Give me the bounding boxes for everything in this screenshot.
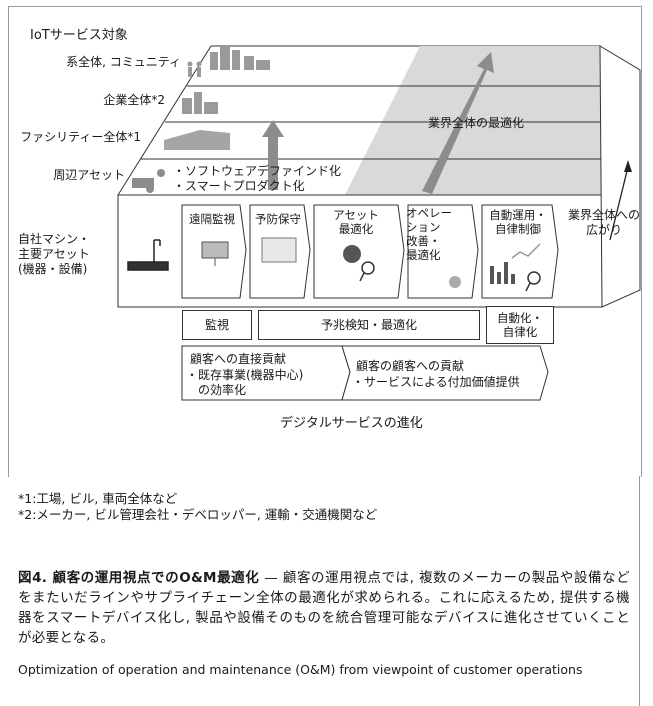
magnifier-chart-icon — [511, 243, 541, 292]
growth-arrow — [262, 120, 284, 190]
footnote-1: *1:工場, ビル, 車両全体など — [18, 491, 178, 506]
card-remote-monitoring: 遠隔監視 — [189, 212, 235, 226]
caption-english: Optimization of operation and maintenanc… — [18, 662, 583, 677]
city-buildings-icon — [210, 46, 270, 70]
right-rule — [639, 476, 640, 706]
figure-caption: 図4. 顧客の運用視点でのO&M最適化 — 顧客の運用視点では, 複数のメーカー… — [18, 568, 630, 648]
box-side-face — [599, 45, 641, 308]
level-facility-label: ファシリティー全体*1 — [20, 130, 141, 144]
contrib-left-title: 顧客への直接貢献 — [190, 352, 287, 366]
bar-predictive-detection: 予兆検知・最適化 — [258, 310, 480, 340]
contrib-right-line1: ・サービスによる付加価値提供 — [352, 375, 520, 389]
digital-service-evolution-label: デジタルサービスの進化 — [280, 416, 423, 431]
caption-title: 図4. 顧客の運用視点でのO&M最適化 — [18, 570, 260, 586]
contrib-left-line1: ・既存事業(機器中心) — [186, 368, 304, 382]
contrib-left-line2: の効率化 — [198, 383, 247, 397]
magnifier-icon — [359, 261, 375, 282]
level-community-label: 系全体, コミュニティ — [66, 55, 181, 69]
iot-service-target-label: IoTサービス対象 — [30, 28, 128, 43]
bullet-smart-product: ・スマートプロダクト化 — [173, 179, 305, 193]
level-peripheral-label: 周辺アセット — [53, 168, 125, 182]
footnote-2: *2:メーカー, ビル管理会社・デベロッパー, 運輸・交通機関など — [18, 507, 378, 522]
card-preventive-maintenance: 予防保守 — [255, 212, 301, 226]
growth-arrow-large — [422, 52, 494, 194]
gear-icon — [343, 245, 361, 263]
spread-label: 業界全体への 広がり — [568, 208, 641, 237]
bar-automation: 自動化・ 自律化 — [486, 306, 554, 344]
own-machine-label: 自社マシン・ 主要アセット (機器・設備) — [18, 232, 91, 276]
machine-icon — [127, 239, 169, 271]
contrib-right-shape — [341, 345, 549, 401]
level-enterprise-label: 企業全体*2 — [103, 93, 165, 107]
document-icon — [261, 237, 297, 263]
enterprise-icon — [182, 92, 218, 114]
monitor-icon — [201, 241, 229, 266]
card-operation-improvement: オペレー ション 改善・ 最適化 — [406, 206, 452, 262]
figure-frame — [8, 6, 642, 477]
caption-body: — 顧客の運用視点では, 複数のメーカーの製品や設備などをまたいだラインやサプラ… — [18, 570, 630, 646]
contrib-right-title: 顧客の顧客への貢献 — [356, 359, 465, 373]
card-autonomous-control: 自動運用・ 自律制御 — [489, 208, 547, 236]
o-and-m-diagram — [117, 45, 641, 401]
people-icon — [187, 61, 202, 77]
facility-icon — [164, 130, 230, 150]
bar-monitoring: 監視 — [182, 310, 252, 340]
card-asset-optimization: アセット 最適化 — [333, 208, 379, 236]
spread-arrow — [609, 166, 629, 241]
spread-arrowhead — [624, 160, 632, 172]
bar-chart-icon — [490, 262, 515, 284]
peripheral-asset-icon — [132, 169, 165, 193]
plane-label: 業界全体の最適化 — [428, 116, 525, 130]
gear-small-icon — [449, 276, 461, 288]
bullet-software-defined: ・ソフトウェアデファインド化 — [173, 164, 342, 178]
